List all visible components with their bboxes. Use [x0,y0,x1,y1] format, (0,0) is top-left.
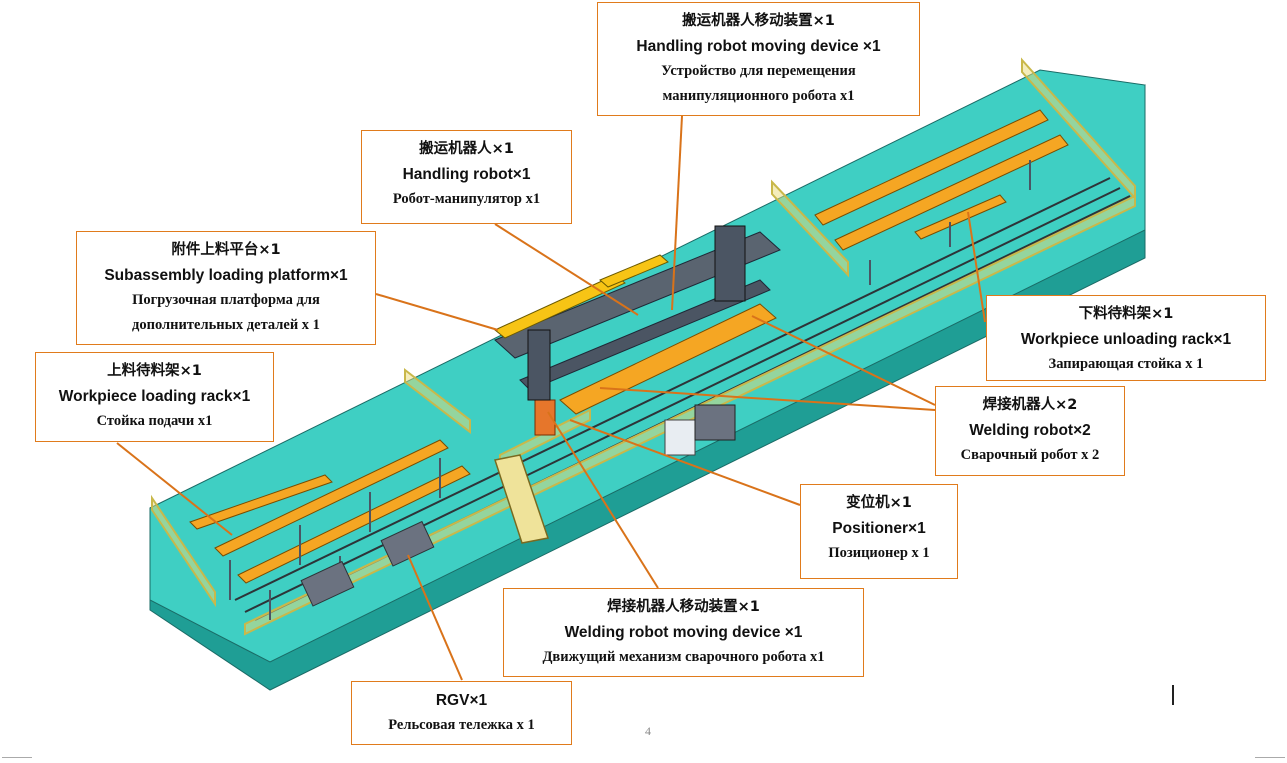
callout-ru-line: Погрузочная платформа для [132,292,320,308]
page-number: 4 [645,724,651,738]
safety-railings [151,57,1136,636]
page-corner-mark [1255,757,1285,758]
callout-en: RGV×1 [435,692,488,709]
loading-rack [189,439,471,620]
callout-ru-line: Робот-манипулятор x1 [392,191,541,207]
callout-ru-line: Устройство для перемещения [661,63,856,79]
callout-en: Workpiece loading rack×1 [58,388,251,405]
callout-welding-robot-moving-device: 焊接机器人移动装置×1 Welding robot moving device … [503,588,864,677]
callout-zh: 上料待料架×1 [107,363,202,379]
callout-subassembly-loading-platform: 附件上料平台×1 Subassembly loading platform×1 … [76,231,376,345]
leader-lines [116,115,986,681]
callout-rgv: RGV×1 Рельсовая тележка x 1 [351,681,572,745]
callout-en: Welding robot moving device ×1 [564,624,803,641]
subassembly-platform [494,254,669,339]
callout-ru-line: Сварочный робот x 2 [960,447,1100,463]
callout-zh: 附件上料平台×1 [171,242,281,258]
callout-ru-line: Стойка подачи x1 [96,413,213,429]
callout-zh: 下料待料架×1 [1078,306,1174,322]
callout-zh: 焊接机器人×2 [982,397,1078,413]
callout-zh: 搬运机器人移动装置×1 [682,13,835,29]
callout-zh: 变位机×1 [846,495,912,511]
stairs [494,454,549,544]
rgv-cart [300,520,435,607]
callout-workpiece-loading-rack: 上料待料架×1 Workpiece loading rack×1 Стойка … [35,352,274,442]
callout-ru-line: Движущий механизм сварочного робота x1 [542,649,825,665]
callout-handling-robot-moving-device: 搬运机器人移动装置×1 Handling robot moving device… [597,2,920,116]
callout-ru-line: Запирающая стойка x 1 [1048,356,1204,372]
callout-en: Handling robot×1 [402,166,531,183]
callout-zh: 焊接机器人移动装置×1 [607,599,760,615]
callout-workpiece-unloading-rack: 下料待料架×1 Workpiece unloading rack×1 Запир… [986,295,1266,381]
callout-en: Subassembly loading platform×1 [104,267,348,284]
callout-ru-line: манипуляционного робота x1 [662,88,855,104]
callout-en: Handling robot moving device ×1 [636,38,881,55]
unloading-rack [814,109,1069,285]
callout-ru-line: Рельсовая тележка x 1 [388,717,535,733]
callout-zh: 搬运机器人×1 [419,141,514,157]
welding-gantry [494,225,781,456]
callout-en: Welding robot×2 [969,422,1091,439]
callout-welding-robot: 焊接机器人×2 Welding robot×2 Сварочный робот … [935,386,1125,476]
callout-ru-line: Позиционер x 1 [828,545,930,561]
callout-en: Workpiece unloading rack×1 [1020,331,1232,348]
callout-en: Positioner×1 [832,520,926,537]
text-cursor [1172,685,1174,705]
callout-ru-line: дополнительных деталей x 1 [132,317,320,333]
page-corner-mark [2,757,32,758]
callout-handling-robot: 搬运机器人×1 Handling robot×1 Робот-манипулят… [361,130,572,224]
callout-positioner: 变位机×1 Positioner×1 Позиционер x 1 [800,484,958,579]
